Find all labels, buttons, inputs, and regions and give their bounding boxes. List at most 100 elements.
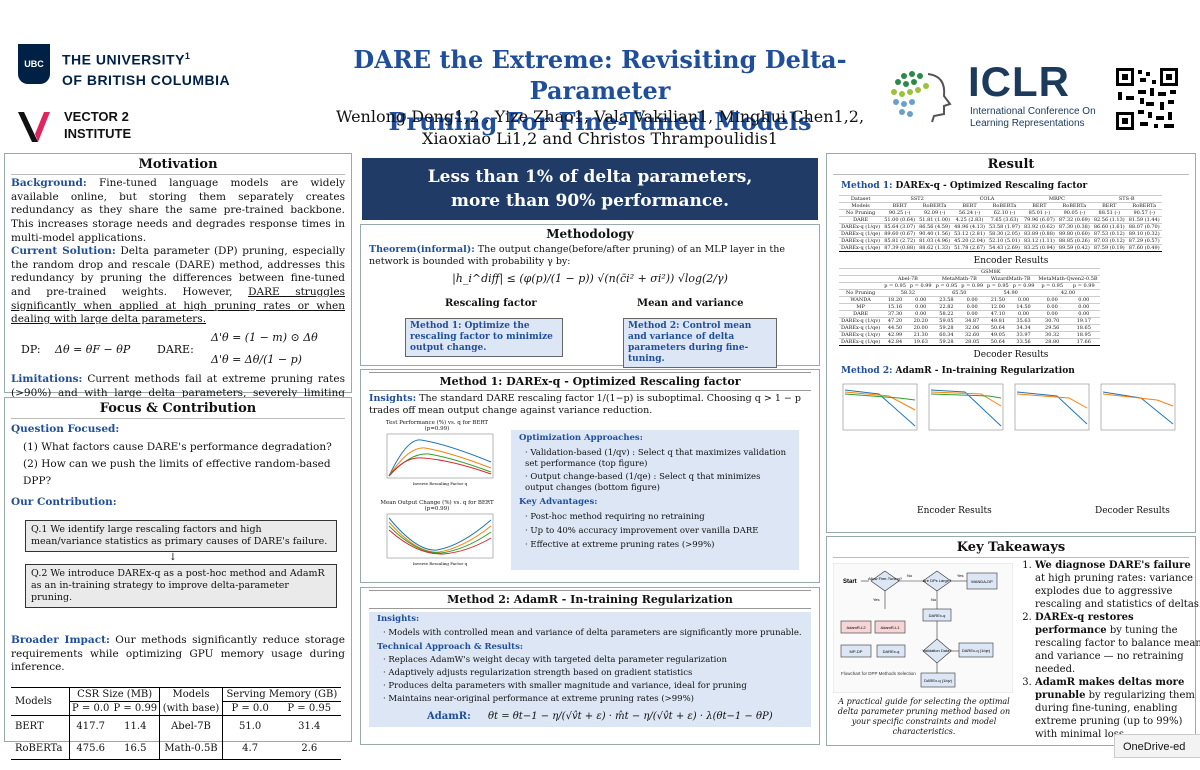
table-cell: DAREx-q (1/qv) [839, 223, 883, 231]
table-cell: 87.29 (0.57) [1126, 237, 1162, 245]
flow-no-1: No [907, 573, 913, 578]
plot2-svg: Inverse Rescaling Factor q [386, 513, 494, 566]
table-cell: BERT [1021, 202, 1057, 210]
table-cell: RoBERTa [1126, 202, 1162, 210]
table-cell: MRPC [1021, 195, 1092, 203]
flow-adamr-l1: AdamR-L1 [880, 625, 900, 630]
table-cell: p = 0.95 [933, 282, 960, 290]
encoder-caption: Encoder Results [973, 256, 1049, 266]
table-cell: 87.53 (0.12) [1091, 230, 1127, 238]
table-cell: 86.60 (1.61) [1091, 223, 1127, 231]
table-cell [839, 275, 883, 283]
table-cell: 21.50 [985, 296, 1011, 304]
current-solution-label: Current Solution: [11, 245, 116, 258]
title-line2: Pruning For Fine-Tuned Models [388, 107, 812, 136]
table-cell: 30.32 [1036, 331, 1068, 339]
banner-line1: Less than 1% of delta parameters, [427, 167, 753, 187]
table-cell: DAREx-q (1/qv) [839, 317, 883, 325]
table-cell: 18.95 [1067, 331, 1100, 339]
flow-darexq: DAREx-q [929, 613, 946, 618]
table-cell: SST2 [882, 195, 953, 203]
table-cell: 19.17 [1067, 317, 1100, 325]
oa-label: Optimization Approaches: [519, 433, 643, 443]
theorem-text: The output change(before/after pruning) … [369, 244, 785, 267]
table-cell: DAREx-q (1/qv) [839, 237, 883, 245]
contribution-box-2: Q.2 We introduce DAREx-q as a post-hoc m… [25, 564, 337, 608]
current-solution-text: Delta parameter (DP) pruning, especially… [11, 245, 346, 299]
table-cell: DAREx-q (1/qe) [839, 244, 883, 252]
table-cell: 62.10 (-) [987, 209, 1022, 217]
question-1: (1) What factors cause DARE's performanc… [23, 441, 332, 453]
result-m1-heading: Method 1: DAREx-q - Optimized Rescaling … [841, 181, 1189, 191]
flow-mpdp: MP-DP [850, 649, 863, 654]
table-cell: 90.57 (-) [1126, 209, 1162, 217]
table-cell: DAREx-q (1/qe) [839, 324, 883, 332]
table-cell: 83.25 (0.94) [1021, 244, 1057, 252]
table-cell: 17.66 [1067, 338, 1100, 346]
table-cell: 33.56 [1010, 338, 1037, 346]
table-cell: 31.4 [298, 721, 321, 733]
limitations-label: Limitations: [11, 373, 83, 386]
adamr-equation: AdamR: θt = θt−1 − η/(√v̂t + ε) · m̂t − … [377, 711, 803, 725]
table-cell: 87.59 (0.19) [1091, 244, 1127, 252]
table-cell: 0.00 [959, 310, 985, 318]
ka-label: Key Advantages: [519, 497, 598, 507]
table-cell: RoBERTa [987, 202, 1022, 210]
table-cell: GSM8K [882, 268, 1100, 276]
flow-q1: Allow Fine-Tuning? [868, 576, 903, 581]
plot2-xlabel: Inverse Rescaling Factor q [413, 561, 468, 566]
table-cell: 82.56 (1.13) [1091, 216, 1127, 224]
vector-logo-icon [18, 112, 50, 142]
takeaway-bold: We diagnose DARE's failure [1035, 560, 1191, 571]
table-row: Models BERT RoBERTa BERT RoBERTa BERT Ro… [839, 202, 1162, 210]
flow-yes-2: Yes [873, 597, 880, 602]
table-cell: 47.10 [985, 310, 1011, 318]
method1-box: Method 1: Optimize the rescaling factor … [405, 318, 563, 357]
table-cell: 16.5 [111, 737, 161, 760]
decoder-table: GSM8K Abel-7B MetaMath-7B WizardMath-7B … [839, 268, 1100, 346]
table-cell: 45.20 (2.04) [952, 237, 987, 245]
table-cell: 49.81 [985, 317, 1011, 325]
flow-caption: A practical guide for selecting the opti… [837, 697, 1011, 736]
rescaling-factor-label: Rescaling factor [445, 298, 537, 309]
table-cell: p = 0.95 [1036, 282, 1068, 290]
th-models2: Models [159, 687, 223, 702]
qr-code-icon[interactable] [1114, 66, 1180, 132]
method2-result-3: · Produces delta parameters with smaller… [383, 681, 747, 691]
adamr-formula: θt = θt−1 − η/(√v̂t + ε) · m̂t − η/(√v̂t… [488, 711, 773, 722]
motivation-panel: Motivation Background: Fine-tuned langua… [4, 153, 352, 412]
table-cell: COLA [952, 195, 1022, 203]
method2-box: Insights: · Models with controlled mean … [369, 612, 811, 727]
flow-darexq-e: DAREx-q (1/qe) [962, 648, 991, 653]
theorem-formula: |h_i^diff| ≤ (φ(p)/(1 − p)) √(n(c̄i² + σ… [452, 272, 728, 285]
flow-darexq-v: DAREx-q (1/qv) [924, 678, 953, 683]
result-text: Maintains near-original performance at e… [388, 694, 694, 704]
current-solution-paragraph: Current Solution: Delta parameter (DP) p… [11, 245, 345, 327]
table-cell: 79.96 (6.07) [1021, 216, 1057, 224]
table-cell: 34.87 [959, 317, 985, 325]
table-cell: 85.64 (3.07) [882, 223, 918, 231]
ka-text-1: Post-hoc method requiring no retraining [530, 512, 705, 522]
table-cell: 19.63 [907, 338, 934, 346]
ka-item-3: · Effective at extreme pruning rates (>9… [525, 540, 715, 550]
method2-result-2: · Adaptively adjusts regularization stre… [383, 668, 693, 678]
table-cell: 32.60 [959, 331, 985, 339]
methodology-panel: Methodology Theorem(informal): The outpu… [360, 224, 820, 368]
table-cell: WANDA [839, 296, 883, 304]
authors-line1: Wenlong Deng1,2 , Yize Zhao1, Vala Vakil… [335, 107, 865, 126]
method2-insights-label: Insights: [377, 614, 420, 624]
table-row: Dataset SST2 COLA MRPC STS-B [839, 195, 1162, 203]
plot-2: Mean Output Change (%) vs. q for BERT (p… [377, 500, 497, 566]
table-cell: 85.81 (2.72) [882, 237, 918, 245]
onedrive-toast[interactable]: OneDrive-ed [1114, 734, 1200, 758]
table-cell: 42.84 [882, 338, 908, 346]
table-cell: 14.50 [1010, 303, 1037, 311]
table-cell: p = 0.95 [985, 282, 1011, 290]
table-row: BERT 417.7 11.4 Abel-7B 51.0 31.4 [11, 715, 341, 738]
dp-equation: Δθ = θF − θP [55, 343, 131, 357]
table-cell: 88.51 (-) [1091, 209, 1127, 217]
